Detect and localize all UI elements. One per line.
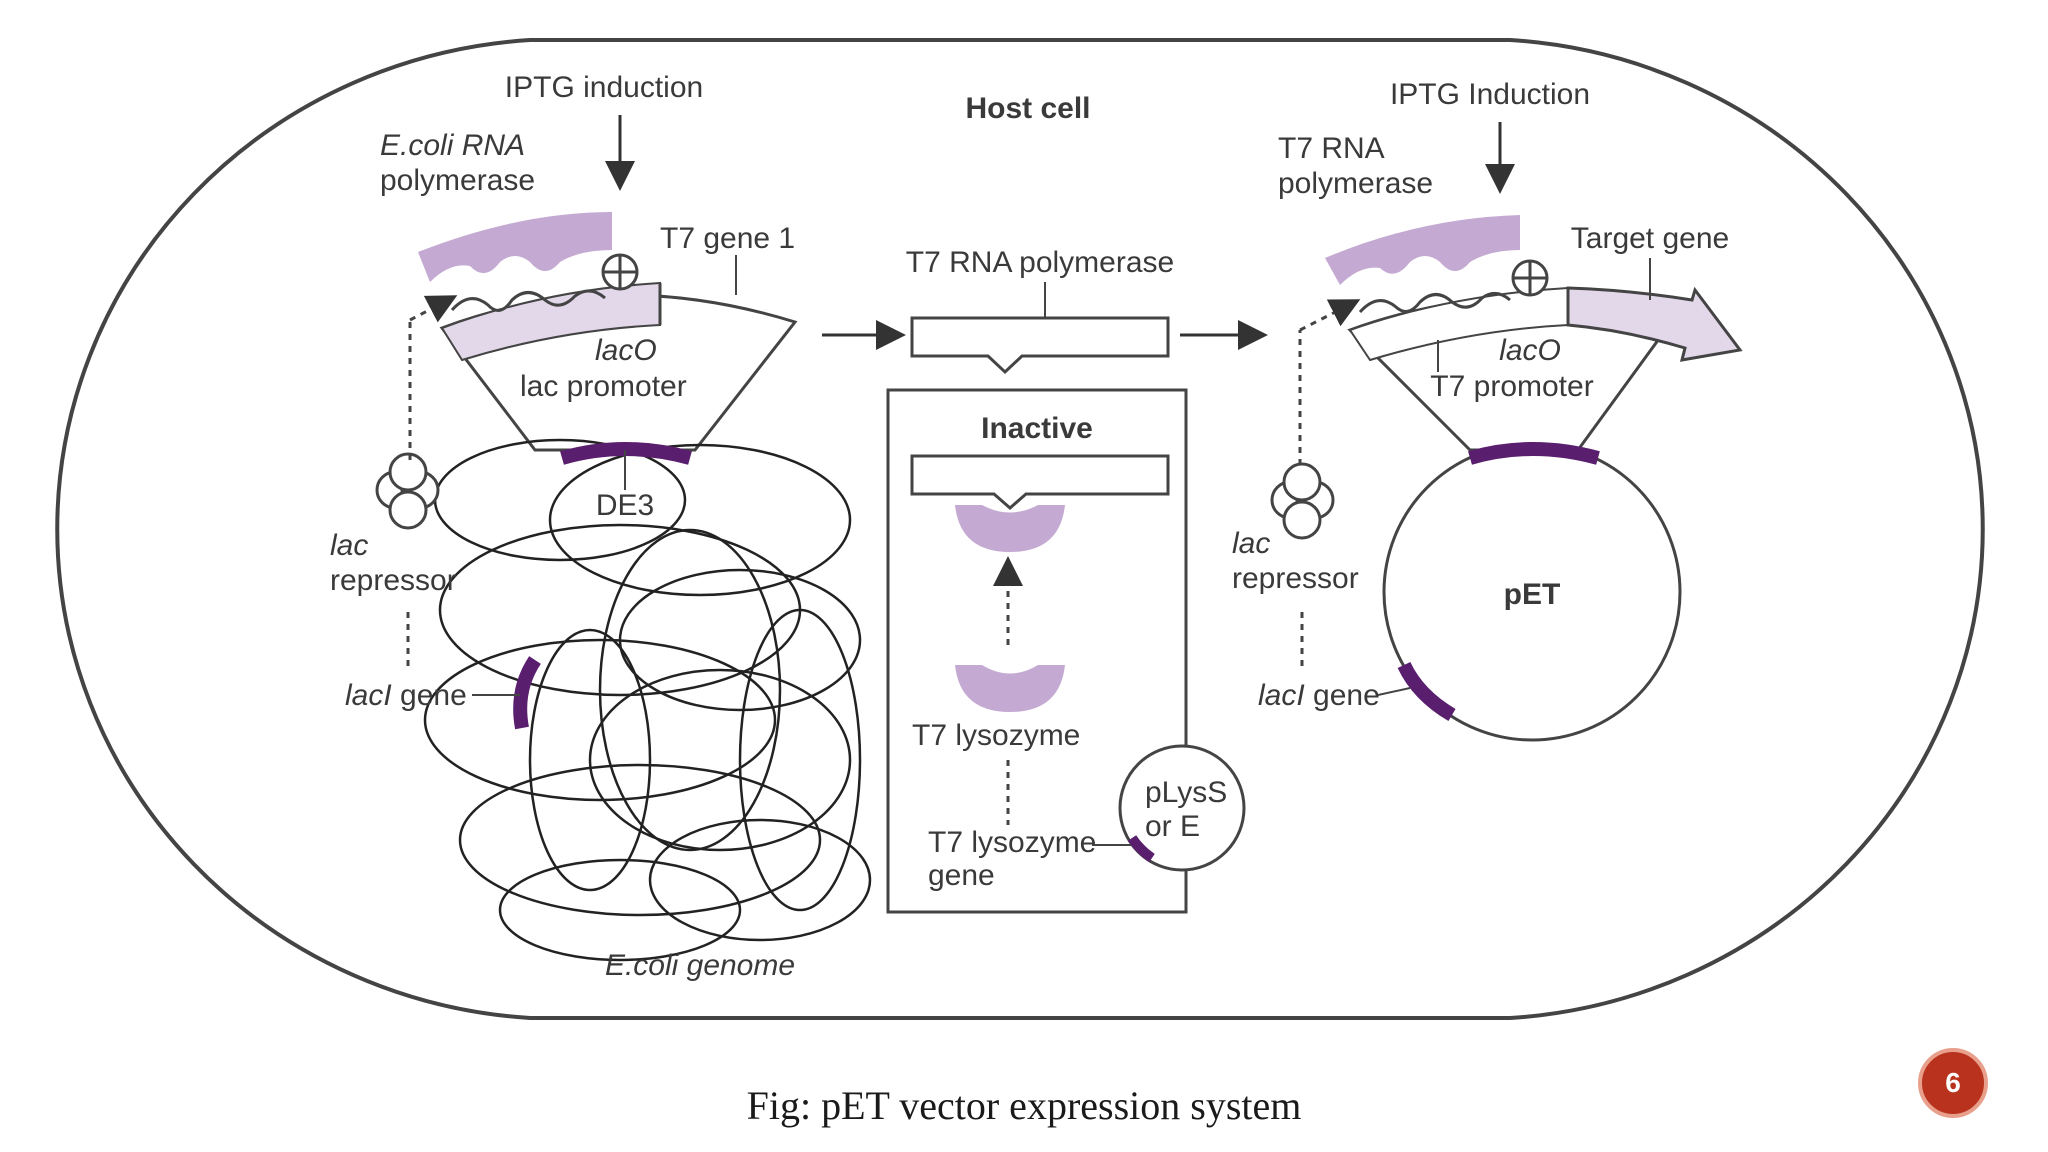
laci-gene-region	[513, 656, 541, 730]
t7-lysozyme-shape	[955, 665, 1065, 712]
lac-repressor-bound-right-icon	[1511, 259, 1549, 297]
host-cell-label: Host cell	[965, 92, 1090, 125]
lysozyme-gene-region	[1127, 835, 1155, 863]
lac-repressor-bound-icon	[601, 253, 639, 291]
t7-lysozyme-gene-label: T7 lysozyme	[928, 826, 1096, 859]
laco-label: lacO	[595, 334, 657, 367]
inactive-label: Inactive	[981, 412, 1093, 445]
inactive-polymerase-shape	[910, 454, 1170, 510]
laci-gene-label: lacI gene	[345, 679, 467, 712]
lac-repressor-right-label-2: repressor	[1232, 562, 1359, 595]
laco-right-label: lacO	[1499, 334, 1561, 367]
ecoli-genome-tangle	[423, 438, 872, 962]
ecoli-rna-polymerase-shape	[418, 212, 612, 282]
target-gene-arrow	[1566, 286, 1743, 362]
t7-rna-polymerase-shape	[910, 316, 1170, 375]
host-cell-outline	[55, 38, 1985, 1020]
target-gene-label: Target gene	[1571, 222, 1729, 255]
t7-rna-pol-label: T7 RNA polymerase	[906, 246, 1174, 279]
iptg-induction-label: IPTG induction	[505, 71, 703, 104]
lac-operator-bumps	[450, 289, 606, 312]
left-panel: IPTG induction E.coli RNA polymerase T7 …	[330, 71, 872, 982]
inactive-lysozyme-shape	[955, 505, 1065, 552]
ecoli-rna-pol-label-2: polymerase	[380, 164, 535, 197]
ecoli-rna-pol-label: E.coli RNA	[380, 129, 525, 162]
t7-lysozyme-gene-label-2: gene	[928, 859, 995, 892]
t7-operator-bumps	[1358, 292, 1511, 314]
laci-right-leader	[1377, 687, 1411, 696]
plyss-plasmid	[1118, 744, 1246, 872]
repressor-arrowhead	[409, 295, 458, 323]
ecoli-genome-label: E.coli genome	[605, 949, 795, 982]
lac-repressor-label-2: repressor	[330, 564, 457, 597]
iptg-induction-right-label: IPTG Induction	[1390, 78, 1590, 111]
lac-repressor-label: lac	[330, 529, 368, 562]
repressor-right-arrowhead	[1299, 299, 1361, 332]
t7-rna-pol-right-label-2: polymerase	[1278, 167, 1433, 200]
lac-repressor-right-icon	[1270, 462, 1335, 540]
pet-laci-region	[1397, 661, 1456, 722]
pet-promoter-region	[1468, 442, 1600, 465]
t7-promoter-label: T7 promoter	[1430, 370, 1593, 403]
plyss-label: pLysS	[1145, 776, 1227, 809]
right-panel: IPTG Induction T7 RNA polymerase Target …	[1232, 78, 1743, 742]
slide-number-badge: 6	[1918, 1048, 1988, 1118]
t7-rna-pol-right-label: T7 RNA	[1278, 132, 1385, 165]
pet-label: pET	[1504, 578, 1561, 611]
laci-gene-right-label: lacI gene	[1258, 679, 1380, 712]
t7-gene1-label: T7 gene 1	[660, 222, 795, 255]
middle-panel: T7 RNA polymerase Inactive T7 lysozyme T…	[822, 246, 1268, 914]
figure-caption: Fig: pET vector expression system	[746, 1083, 1302, 1128]
plyss-label-2: or E	[1145, 810, 1200, 843]
de3-region	[560, 442, 692, 465]
t7-rna-polymerase-bound-shape	[1325, 215, 1520, 285]
lac-repressor-icon	[375, 452, 440, 530]
lac-promoter-label: lac promoter	[520, 370, 687, 403]
lac-repressor-right-label: lac	[1232, 527, 1270, 560]
t7-lysozyme-label: T7 lysozyme	[912, 719, 1080, 752]
de3-label: DE3	[596, 489, 654, 522]
